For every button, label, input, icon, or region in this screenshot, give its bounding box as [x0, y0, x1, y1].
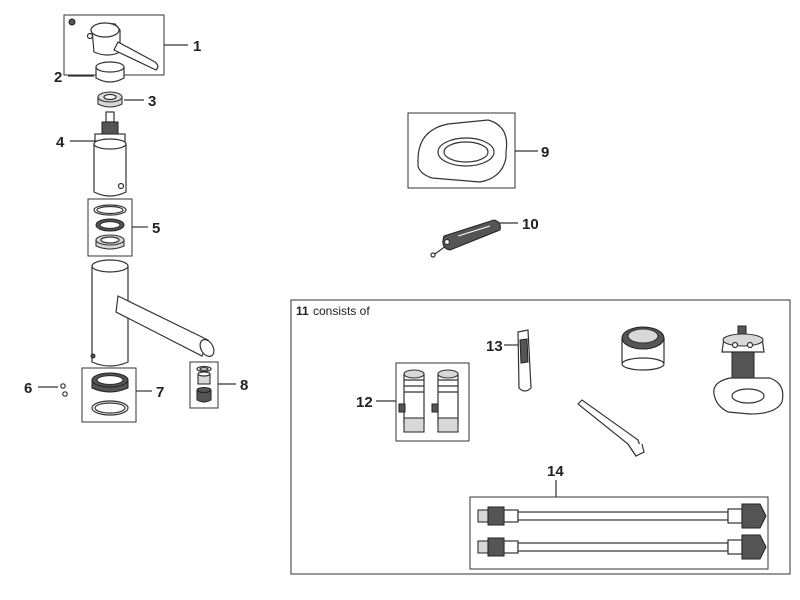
part-6-number: 6: [24, 380, 32, 397]
part-8-aerator-set: [189, 361, 236, 409]
part-6-grub-screws: [38, 383, 68, 397]
part-14-flexible-hoses: [469, 480, 769, 570]
part-10-key-tool: [430, 219, 518, 258]
spout-body: [90, 259, 215, 367]
part-8-number: 8: [240, 377, 248, 394]
part-7-number: 7: [156, 384, 164, 401]
kit-11-caption: consists of: [313, 304, 370, 318]
part-3-locking-nut: [97, 91, 144, 108]
kit-11-frame: [290, 299, 791, 575]
part-12-number: 12: [356, 394, 373, 411]
part-9-base-plate: [407, 112, 538, 189]
part-5-number: 5: [152, 220, 160, 237]
part-4-number: 4: [56, 134, 65, 151]
part-13-lubricant-tube: [504, 329, 532, 392]
part-1-lever-handle: [63, 14, 188, 76]
part-14-number: 14: [547, 463, 564, 480]
part-2-number: 2: [54, 69, 62, 86]
kit-11-number: 11: [296, 304, 309, 318]
part-5-seal-set: [87, 198, 148, 257]
mounting-plug: [621, 326, 665, 371]
part-1-number: 1: [193, 38, 201, 55]
part-4-cartridge: [70, 111, 127, 197]
part-7-base-seals: [81, 367, 152, 423]
part-12-isolation-valves: [376, 362, 470, 442]
part-10-number: 10: [522, 216, 539, 233]
part-3-number: 3: [148, 93, 156, 110]
fixing-set: [713, 325, 784, 415]
hex-key: [577, 399, 645, 457]
part-9-number: 9: [541, 144, 549, 161]
part-2-cap-ring: [68, 61, 125, 83]
part-13-number: 13: [486, 338, 503, 355]
